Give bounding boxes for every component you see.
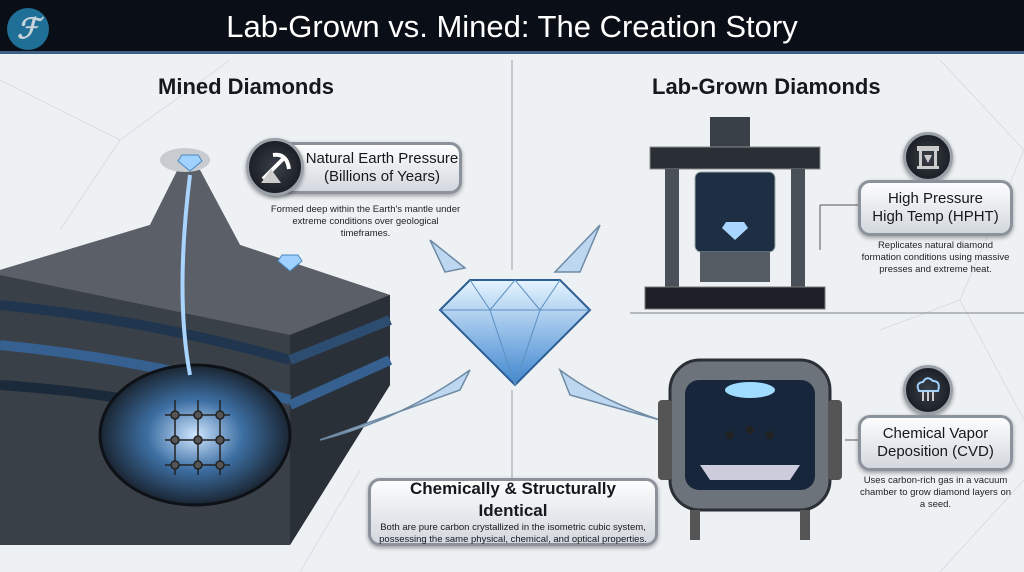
lab-grown-heading: Lab-Grown Diamonds [652,74,881,99]
press-icon [903,132,953,182]
label-line-1: Chemical Vapor [882,425,989,442]
cvd-chamber-illustration [658,358,842,540]
label-line-1: Natural Earth Pressure [305,150,459,167]
label-line-2: Deposition (CVD) [877,443,994,460]
page-title: Lab-Grown vs. Mined: The Creation Story [226,9,798,44]
hpht-press-illustration [644,117,826,310]
cvd-description: Uses carbon-rich gas in a vacuum chamber… [859,475,1012,510]
arrows [319,224,661,441]
identical-properties-box: Chemically & Structurally Identical Both… [368,478,658,546]
pickaxe-icon [246,138,304,196]
hpht-label: High Pressure High Temp (HPHT) [858,180,1013,236]
logo: ℱ [7,8,49,50]
cloud-icon [903,365,953,415]
header-bar: ℱ Lab-Grown vs. Mined: The Creation Stor… [0,0,1024,54]
earth-cross-section-illustration [0,148,393,545]
hpht-description: Replicates natural diamond formation con… [861,240,1010,275]
cvd-label: Chemical Vapor Deposition (CVD) [858,415,1013,471]
identical-description: Both are pure carbon crystallized in the… [379,522,647,545]
label-line-2: (Billions of Years) [324,168,440,185]
mined-heading: Mined Diamonds [158,74,335,99]
identical-title: Chemically & Structurally Identical [410,479,616,520]
label-line-1: High Pressure [887,190,984,207]
mined-description: Formed deep within the Earth's mantle un… [270,204,461,239]
label-line-2: High Temp (HPHT) [872,208,999,225]
